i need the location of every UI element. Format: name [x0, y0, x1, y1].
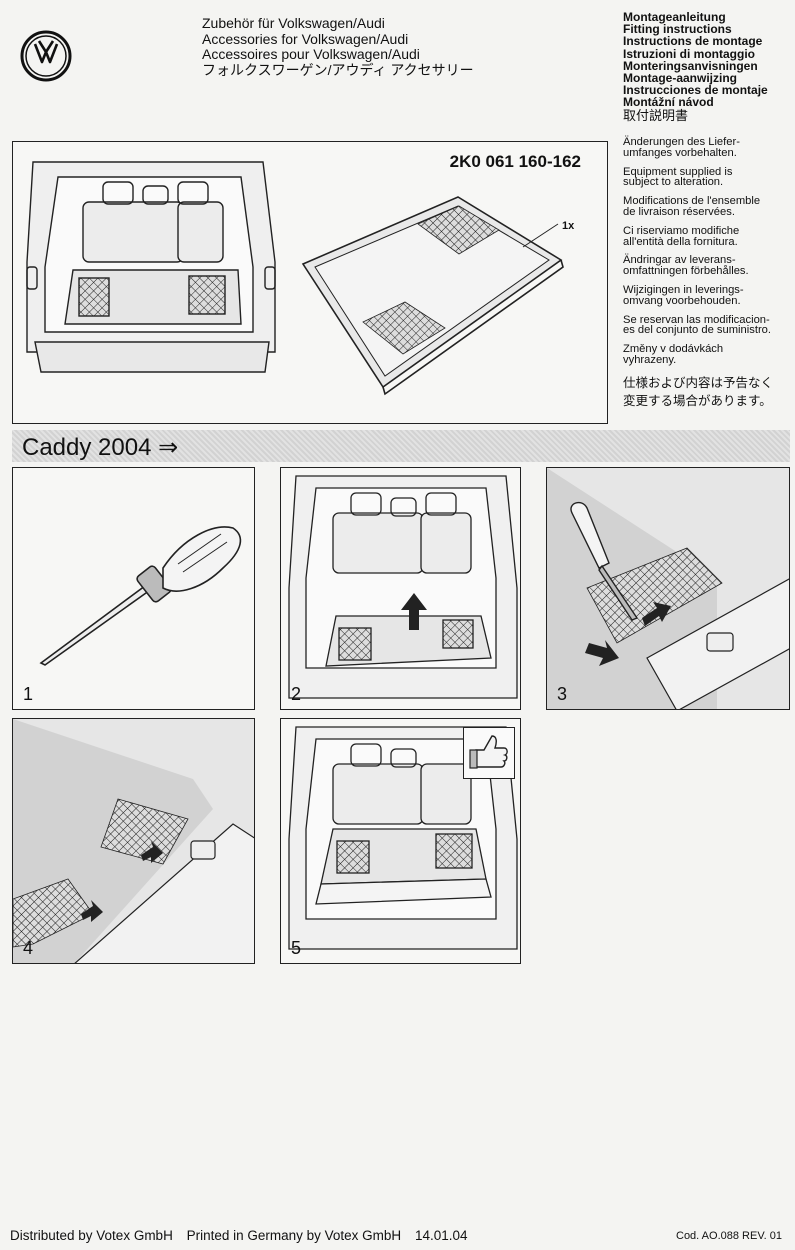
- thumbs-up-icon: [463, 727, 515, 779]
- cargo-mat-icon: [325, 615, 492, 667]
- note-jp: 仕様および内容は予告なく 変更する場合があります。: [623, 375, 774, 408]
- note: Equipment supplied is subject to alterat…: [623, 165, 733, 189]
- step-2-panel: 2: [280, 467, 521, 710]
- note: Modifications de l'ensemble de livraison…: [623, 195, 761, 218]
- accessories-line: Zubehör für Volkswagen/Audi: [202, 15, 385, 31]
- supply-notes: Änderungen des Liefer- umfanges vorbehal…: [623, 137, 793, 410]
- step-number: 4: [23, 938, 34, 958]
- title-line: Istruzioni di montaggio: [623, 46, 755, 61]
- cargo-mat-icon: [315, 828, 492, 905]
- product-overview-panel: 2K0 061 160-162 1x: [12, 141, 608, 424]
- note: Se reservan las modificacion- es del con…: [623, 313, 772, 337]
- document-code: Cod. AO.088 REV. 01: [676, 1230, 782, 1242]
- screwdriver-icon: [39, 526, 242, 666]
- note: Ändringar av leverans- omfattningen förb…: [623, 254, 749, 278]
- step-5-panel: 5: [280, 718, 521, 964]
- vehicle-label: Caddy 2004 ⇒: [22, 434, 179, 461]
- print-date: 14.01.04: [414, 1228, 468, 1243]
- arrow-icon: [401, 593, 427, 630]
- part-number: 2K0 061 160-162: [449, 152, 581, 171]
- title-line: Instrucciones de montaje: [623, 83, 768, 98]
- printer: Printed in Germany by Votex GmbH: [186, 1228, 402, 1243]
- note: Změny v dodávkách vyhrazeny.: [623, 343, 724, 366]
- step-number: 2: [291, 684, 302, 704]
- footer: Distributed by Votex GmbH Printed in Ger…: [10, 1228, 478, 1243]
- screwdriver-icon: [570, 501, 639, 621]
- step-number: 5: [291, 938, 302, 958]
- note: Änderungen des Liefer- umfanges vorbehal…: [623, 136, 740, 159]
- step-number: 1: [23, 684, 34, 704]
- title-line: Instructions de montage: [623, 34, 763, 49]
- cargo-mat-icon: [301, 196, 564, 396]
- distributor: Distributed by Votex GmbH: [10, 1228, 173, 1243]
- accessories-line: Accessoires pour Volkswagen/Audi: [202, 46, 420, 62]
- accessories-line: Accessories for Volkswagen/Audi: [202, 30, 409, 47]
- title-line: Montageanleitung: [623, 10, 726, 24]
- step-3-panel: 3: [546, 467, 790, 710]
- title-line: Monteringsanvisningen: [623, 58, 758, 73]
- step-1-panel: 1: [12, 467, 255, 710]
- arrow-icon: [81, 841, 163, 922]
- title-line: Montážní návod: [623, 95, 714, 110]
- title-line: Montage-aanwijzing: [623, 71, 737, 86]
- step-4-panel: 4: [12, 718, 255, 964]
- van-rear-icon: [288, 475, 518, 699]
- accessories-line: フォルクスワーゲン/アウディ アクセサリー: [202, 61, 474, 78]
- van-rear-icon: [26, 161, 276, 373]
- title-line: Fitting instructions: [623, 22, 732, 37]
- vehicle-band: Caddy 2004 ⇒: [12, 430, 790, 462]
- title-line-jp: 取付説明書: [623, 107, 689, 123]
- note: Wijzigingen in leverings- omvang voorbeh…: [623, 283, 744, 307]
- note: Ci riserviamo modifiche all'entità della…: [623, 224, 740, 248]
- vw-logo-icon: [20, 30, 72, 82]
- quantity-label: 1x: [562, 220, 575, 232]
- step-number: 3: [557, 684, 568, 704]
- accessories-text: Zubehör für Volkswagen/Audi Accessories …: [202, 15, 474, 78]
- instruction-titles: Montageanleitung Fitting instructions In…: [623, 11, 768, 122]
- arrow-icon: [585, 602, 671, 666]
